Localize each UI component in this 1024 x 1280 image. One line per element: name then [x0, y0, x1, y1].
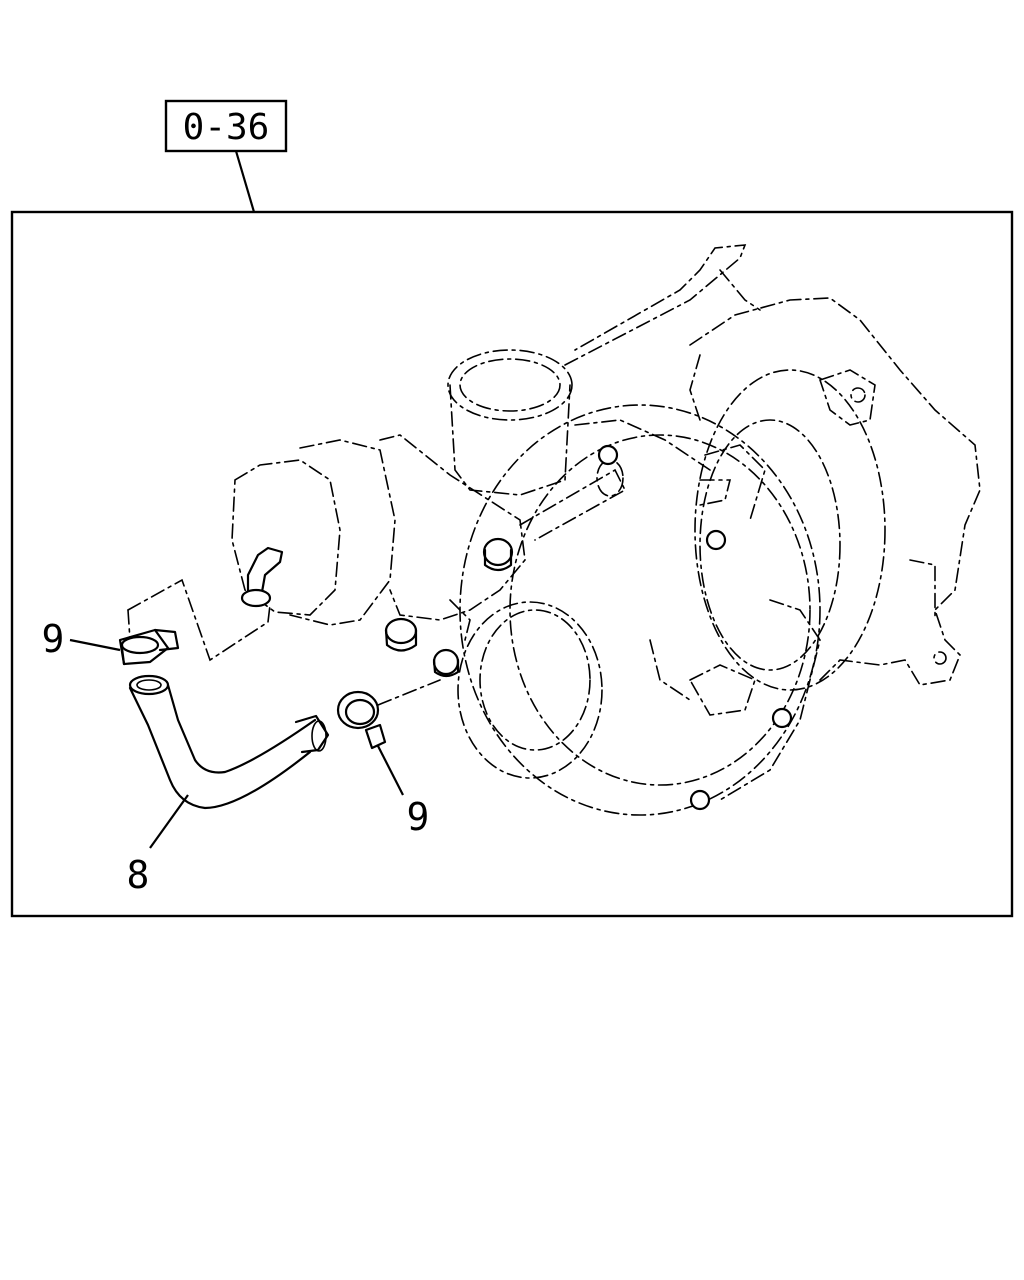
bearing-detail-2: [699, 479, 732, 506]
hose-outer-edge: [128, 686, 312, 810]
clamp-upper-part[interactable]: [118, 628, 180, 666]
actuator-linkage: [719, 269, 761, 311]
callout-leader-clamp-upper: [69, 638, 121, 652]
flange-hole: [933, 651, 947, 665]
actuator-nipple: [240, 546, 284, 608]
hose-inner-edge: [166, 683, 317, 774]
outlet-pipe-body: [449, 384, 571, 496]
lug-hole: [850, 387, 866, 403]
hose-routing-upper: [127, 578, 271, 662]
hose-routing-left: [127, 609, 131, 641]
bolt-lower: [432, 648, 460, 678]
compressor-rim: [574, 419, 711, 471]
outlet-pipe-bore: [459, 358, 561, 412]
bolt-middle: [384, 617, 418, 652]
compressor-volute: [719, 599, 821, 801]
actuator-can-face: [231, 459, 341, 616]
compressor-housing-inner: [509, 434, 811, 786]
volute-detail-2: [649, 639, 691, 701]
actuator-bracket: [379, 434, 526, 621]
reference-box: [164, 99, 288, 153]
compressor-housing: [459, 404, 821, 816]
stud-upper: [597, 444, 619, 466]
center-ring-outer: [694, 369, 886, 691]
volute-detail: [688, 664, 756, 716]
reference-label: 0-36: [183, 107, 270, 148]
hose-end-left: [128, 674, 170, 696]
callout-clamp-upper[interactable]: 9: [42, 617, 65, 661]
actuator-rod: [564, 244, 747, 366]
bracket-foot: [449, 599, 471, 641]
actuator-can-body: [289, 439, 396, 626]
bolt-upper: [482, 537, 514, 572]
hose-part[interactable]: [128, 674, 330, 810]
stud-bottom: [689, 789, 711, 811]
assembly-frame: [10, 210, 1014, 918]
stud-lower: [771, 707, 793, 729]
callout-leader-hose: [149, 794, 189, 849]
compressor-inlet-outer: [457, 601, 603, 779]
bracket-arm: [519, 468, 627, 541]
outlet-pipe-rim: [447, 349, 573, 421]
mounting-lug: [818, 369, 876, 426]
turbine-flange: [909, 559, 936, 621]
turbine-housing-outline: [689, 297, 981, 686]
compressor-inlet-inner: [479, 609, 591, 751]
clamp-routing-line: [377, 679, 441, 706]
callout-leader-clamp-lower: [377, 745, 404, 796]
clamp-lower-part[interactable]: [336, 690, 387, 750]
center-ring-inner: [699, 419, 841, 671]
callout-hose[interactable]: 8: [127, 853, 150, 897]
bearing-detail: [704, 444, 766, 521]
callout-clamp-lower[interactable]: 9: [407, 795, 430, 839]
reference-tag[interactable]: 0-36: [164, 99, 288, 153]
stud-right: [705, 529, 727, 551]
bolts: [384, 444, 793, 811]
reference-leader-line: [234, 150, 256, 213]
turbine-housing-left-edge: [689, 354, 701, 421]
turbocharger-phantom: [231, 244, 981, 816]
hose-end-right: [294, 714, 330, 754]
